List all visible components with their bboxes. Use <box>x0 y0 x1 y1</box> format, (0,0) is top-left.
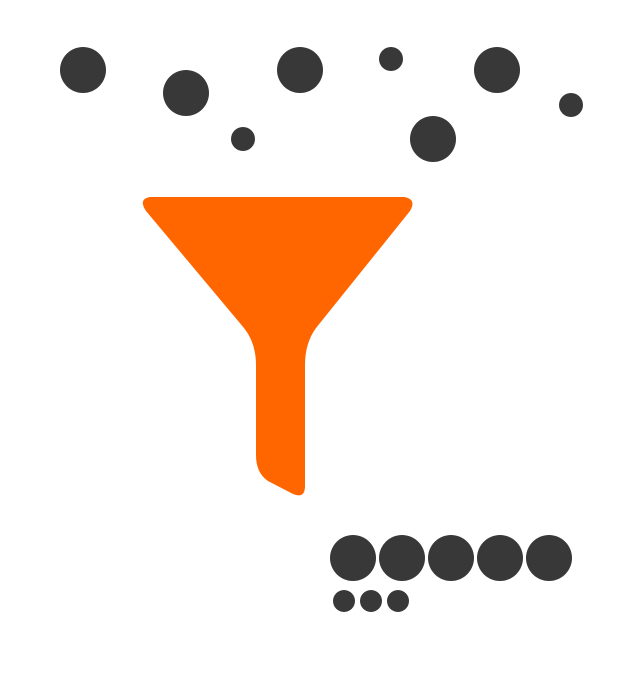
output-dot-large <box>526 535 572 581</box>
funnel-icon <box>142 197 413 496</box>
output-dot-large <box>428 535 474 581</box>
output-dot-large <box>379 535 425 581</box>
output-dot-large <box>330 535 376 581</box>
input-dot <box>474 47 520 93</box>
input-dot <box>60 47 106 93</box>
output-dot-small <box>387 590 409 612</box>
input-dot <box>277 47 323 93</box>
output-dot-small <box>360 590 382 612</box>
input-dot <box>410 116 456 162</box>
input-dot <box>559 93 583 117</box>
input-dots <box>60 47 583 162</box>
output-dot-large <box>477 535 523 581</box>
input-dot <box>163 70 209 116</box>
input-dot <box>379 47 403 71</box>
input-dot <box>231 127 255 151</box>
output-dot-small <box>333 590 355 612</box>
output-dots <box>330 535 572 612</box>
